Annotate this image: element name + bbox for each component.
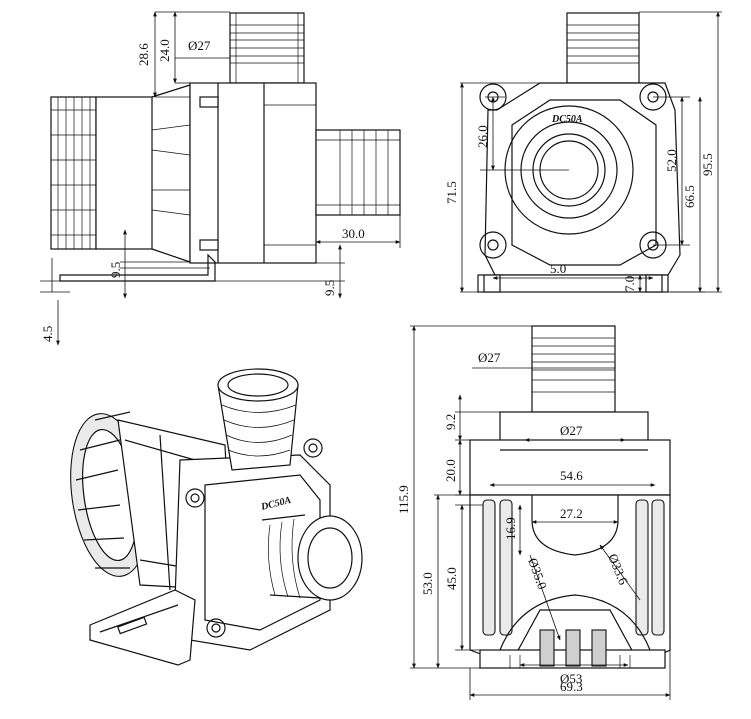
top-outlet-pipe (531, 325, 616, 413)
dim-dia27-top: Ø27 (478, 350, 501, 365)
dim-52-0: 52.0 (664, 149, 679, 172)
dim-9-5-right: 9.5 (322, 280, 337, 296)
front-housing: DC50A (484, 82, 681, 276)
side-view: 28.6 24.0 Ø27 30.0 9.5 9.5 4.5 (40, 11, 401, 346)
dim-5-0: 5.0 (550, 261, 566, 276)
top-dimensions: Ø27 9.2 Ø27 20.0 54.6 115.9 16.9 27.2 4 (396, 325, 671, 700)
dim-9-2: 9.2 (443, 414, 458, 430)
top-view: Ø27 9.2 Ø27 20.0 54.6 115.9 16.9 27.2 4 (396, 325, 671, 700)
dim-66-5: 66.5 (682, 185, 697, 208)
iso-outlet-pipe (217, 368, 299, 471)
dim-24-0: 24.0 (157, 39, 172, 62)
side-dimensions: 28.6 24.0 Ø27 30.0 9.5 9.5 4.5 (40, 11, 401, 346)
iso-mount-bracket (89, 589, 196, 666)
front-view: DC50A 26.0 71.5 52.0 (444, 11, 722, 293)
dim-28-6: 28.6 (136, 43, 151, 66)
dim-dia53: Ø53 (560, 671, 582, 686)
dim-115-9: 115.9 (396, 485, 411, 514)
dim-9-5-left: 9.5 (108, 262, 123, 278)
side-motor-cap (50, 96, 97, 250)
dim-71-5: 71.5 (444, 181, 459, 204)
dim-30-0: 30.0 (342, 226, 365, 241)
dim-45-0: 45.0 (444, 567, 459, 590)
front-feet (477, 274, 669, 293)
dim-54-6: 54.6 (560, 468, 583, 483)
iso-pump-housing: DC50A (174, 438, 331, 651)
dim-95-5: 95.5 (700, 153, 715, 176)
dim-27-2: 27.2 (560, 506, 583, 521)
dim-20-0: 20.0 (443, 459, 458, 482)
side-inlet-pipe (315, 129, 401, 216)
front-dimensions: 26.0 71.5 52.0 66.5 95.5 5.0 7.0 (444, 11, 722, 293)
dim-53-0: 53.0 (420, 572, 435, 595)
dim-26-0: 26.0 (475, 125, 490, 148)
iso-inlet-pipe (261, 514, 363, 601)
dim-4-5: 4.5 (40, 326, 55, 342)
side-outlet-pipe (229, 12, 305, 84)
side-motor-body (95, 84, 191, 263)
dim-dia27-side: Ø27 (188, 38, 211, 53)
isometric-view: DC50A (70, 368, 363, 666)
dim-dia27-inner: Ø27 (560, 423, 583, 438)
dim-16-9: 16.9 (503, 517, 518, 540)
front-brand-mark: DC50A (551, 114, 583, 125)
dim-69-3: 69.3 (560, 679, 583, 694)
side-pump-housing (189, 82, 317, 264)
front-outlet-pipe (566, 12, 640, 84)
dim-7-0: 7.0 (622, 276, 637, 292)
